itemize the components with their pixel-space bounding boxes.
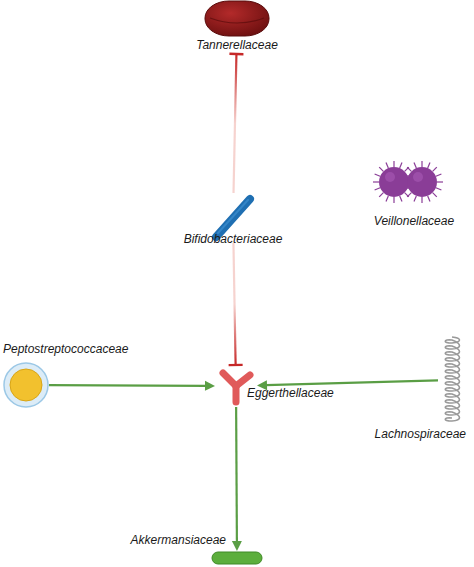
promotion-connector bbox=[49, 381, 215, 391]
bacteria-node: Peptostreptococcaceae bbox=[3, 362, 49, 408]
bacteria-node: Veillonellaceae bbox=[372, 158, 444, 206]
taxon-label: Eggerthellaceae bbox=[247, 386, 357, 400]
promotion-connector bbox=[232, 407, 242, 551]
arrow-head bbox=[232, 541, 242, 551]
taxon-label: Tannerellaceae bbox=[190, 38, 284, 52]
taxon-label: Veillonellaceae bbox=[364, 214, 464, 228]
bacteria-icon bbox=[3, 362, 49, 408]
inhibition-bar bbox=[229, 364, 243, 367]
promotion-connector bbox=[257, 380, 438, 390]
arrow-head bbox=[205, 381, 215, 391]
taxon-label: Peptostreptococcaceae bbox=[3, 342, 153, 356]
bacteria-icon bbox=[190, 0, 284, 38]
connector-line bbox=[49, 384, 206, 387]
inhibition-bar bbox=[229, 53, 243, 56]
inhibition-connector bbox=[229, 243, 243, 365]
taxon-label: Bifidobacteriaceae bbox=[180, 232, 286, 246]
taxon-label: Lachnospiraceae bbox=[346, 427, 466, 441]
bacteria-icon bbox=[372, 158, 444, 206]
bacteria-icon bbox=[210, 551, 264, 565]
connector-line bbox=[235, 407, 238, 542]
connector-line bbox=[266, 380, 438, 385]
bacteria-node: Eggerthellaceae bbox=[215, 365, 257, 407]
arrow-head bbox=[257, 380, 267, 390]
connector-line bbox=[233, 243, 235, 365]
bacteria-node: Tannerellaceae bbox=[190, 0, 284, 54]
bacteria-node: Akkermansiaceae bbox=[210, 551, 264, 565]
bacteria-icon bbox=[438, 335, 466, 425]
connector-line bbox=[234, 54, 237, 193]
bacteria-node: Lachnospiraceae bbox=[438, 335, 466, 425]
inhibition-connector bbox=[229, 54, 243, 193]
bacteria-node: Bifidobacteriaceae bbox=[210, 193, 256, 243]
taxon-label: Akkermansiaceae bbox=[126, 533, 226, 547]
